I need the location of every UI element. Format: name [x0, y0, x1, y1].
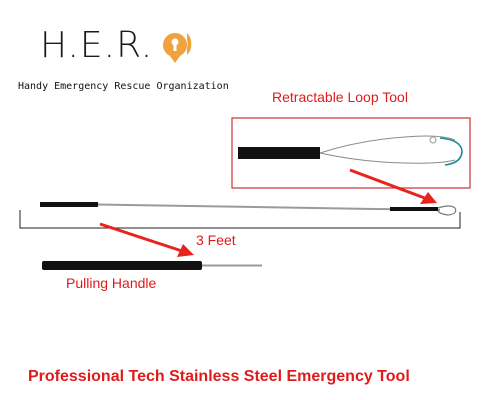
retractable-loop-label: Retractable Loop Tool	[272, 89, 408, 105]
logo-wordmark: H.E.R.	[40, 25, 154, 66]
org-name: Handy Emergency Rescue Organization	[18, 81, 229, 92]
product-tagline: Professional Tech Stainless Steel Emerge…	[28, 368, 410, 385]
arrow-to-loop	[349, 168, 437, 204]
pulling-handle-tool	[42, 261, 262, 270]
length-bracket	[19, 210, 461, 229]
loop-closeup-frame	[231, 117, 471, 189]
loop-closeup	[238, 135, 463, 166]
extended-tool	[40, 202, 457, 216]
logo-mark-dot: O.	[187, 28, 195, 64]
keyhole-logo-icon	[163, 33, 187, 63]
arrow-to-handle	[99, 222, 194, 257]
length-label: 3 Feet	[196, 232, 236, 248]
pulling-handle-label: Pulling Handle	[66, 275, 157, 291]
